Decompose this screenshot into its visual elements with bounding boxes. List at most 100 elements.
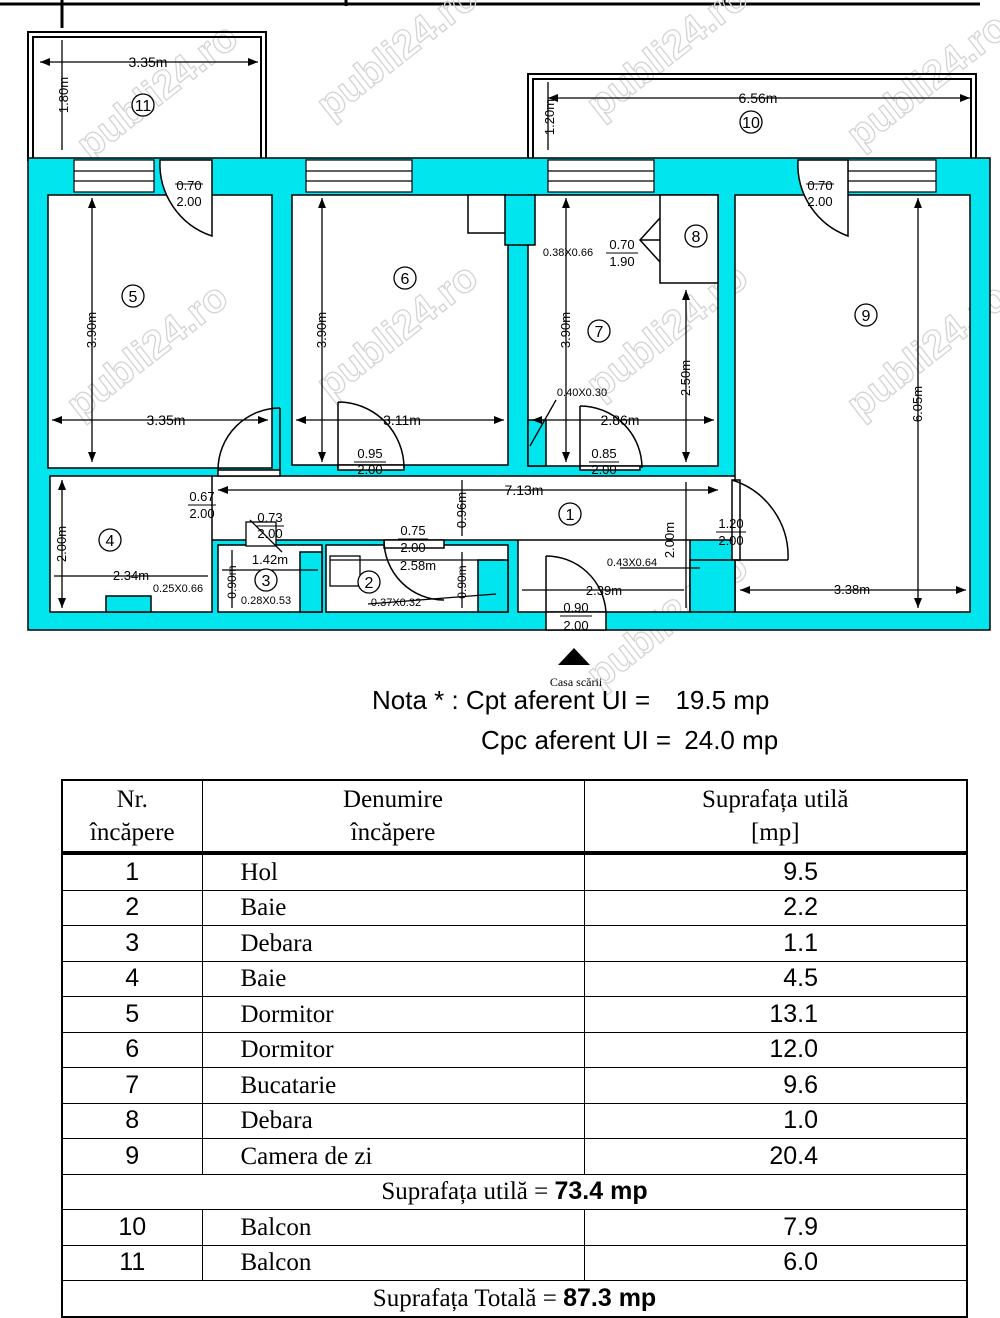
watermark-text: publi24.ro <box>308 0 486 127</box>
room-name: Bucatarie <box>201 1067 585 1104</box>
room-number: 5 <box>61 996 203 1033</box>
watermark-text: publi24.ro <box>578 0 756 127</box>
room-number-label: 8 <box>692 229 701 246</box>
room-number-label: 9 <box>862 308 871 325</box>
dimension-label: 2.00 <box>807 194 832 209</box>
room-number-marker <box>854 303 878 327</box>
note-cpt: Nota * : Cpt aferent UI = 19.5 mp <box>372 685 769 716</box>
note-cpt-label: Nota * : Cpt aferent UI = <box>372 685 651 715</box>
room-name: Debara <box>201 1102 585 1139</box>
room-number-marker <box>684 224 708 248</box>
room-name: Baie <box>201 889 585 926</box>
dimension-label: 3.11m <box>383 412 421 428</box>
stair-label: Casa scării <box>550 675 603 689</box>
dimension-label: 0.37X0.32 <box>371 597 421 609</box>
room-number: 4 <box>61 960 203 997</box>
room-number: 7 <box>61 1067 203 1104</box>
dimension-label: 0.40X0.30 <box>557 387 607 399</box>
room-number-label: 10 <box>742 115 760 132</box>
room-area: 6.0 <box>583 1244 968 1281</box>
room-name: Dormitor <box>201 996 585 1033</box>
dimension-label: 2.50m <box>678 360 693 396</box>
subtotal-row-label: Suprafața utilă = <box>381 1178 549 1206</box>
dimension-label: 2.00 <box>176 194 201 209</box>
room-number-label: 1 <box>566 507 575 524</box>
dimension-label: 0.90 <box>563 600 588 615</box>
room-name: Balcon <box>201 1209 585 1246</box>
room-number-label: 5 <box>129 289 138 306</box>
room-number-marker <box>121 284 145 308</box>
room-number: 11 <box>61 1244 203 1281</box>
dimension-lines <box>40 40 970 608</box>
note-cpc-value: 24.0 mp <box>684 725 779 755</box>
room-number-marker <box>131 93 155 117</box>
room-name: Camera de zi <box>201 1138 585 1175</box>
room-number: 6 <box>61 1031 203 1068</box>
room-area: 4.5 <box>583 960 968 997</box>
dimension-label: 0.67 <box>189 489 214 504</box>
room-number-marker <box>357 570 381 594</box>
wall-bumps <box>105 194 736 613</box>
room-area: 2.2 <box>583 889 968 926</box>
note-cpc: Cpc aferent UI = 24.0 mp <box>481 725 778 756</box>
dimension-label: 1.90 <box>609 254 634 269</box>
stair-arrow-icon <box>558 648 590 665</box>
windows <box>73 159 937 193</box>
room-area: 7.9 <box>583 1209 968 1246</box>
room-area: 20.4 <box>583 1138 968 1175</box>
subtotal-row: Suprafața utilă = 73.4 mp <box>61 1173 968 1210</box>
room-number: 3 <box>61 925 203 962</box>
room-number-label: 3 <box>262 573 271 590</box>
room-name: Balcon <box>201 1244 585 1281</box>
total-row-label: Suprafața Totală = <box>372 1284 557 1312</box>
room-area: 1.0 <box>583 1102 968 1139</box>
dimension-label: 2.00 <box>400 540 425 555</box>
room-name: Hol <box>201 852 585 891</box>
room-number: 8 <box>61 1102 203 1139</box>
dimension-label: 3.38m <box>834 582 870 597</box>
room-number-label: 11 <box>135 98 152 115</box>
dimension-label: 1.20 <box>718 516 743 531</box>
dimension-label: 3.35m <box>147 412 186 428</box>
dimension-label: 1.20m <box>542 99 557 135</box>
dimension-label: 0.25X0.66 <box>153 583 203 595</box>
room-number: 10 <box>61 1209 203 1246</box>
room-area: 9.5 <box>583 852 968 891</box>
room-name: Baie <box>201 960 585 997</box>
room-name: Dormitor <box>201 1031 585 1068</box>
room-number-label: 2 <box>365 575 374 592</box>
dimension-label: 0.96m <box>454 492 469 528</box>
dimension-label: 0.73 <box>257 510 282 525</box>
header-area: Suprafața utilă[mp] <box>583 779 968 854</box>
dimension-arrows <box>40 58 970 608</box>
room-area: 1.1 <box>583 925 968 962</box>
note-cpt-value: 19.5 mp <box>675 685 770 715</box>
dimension-label: 0.70 <box>609 237 634 252</box>
total-row-value: 87.3 mp <box>563 1283 657 1312</box>
dimension-label: 3.90m <box>558 312 573 348</box>
dimension-label: 0.70 <box>176 178 201 193</box>
dimension-label: 7.13m <box>505 482 544 498</box>
dimension-label: 0.90m <box>225 565 239 598</box>
dimension-label: 0.43X0.64 <box>607 557 657 569</box>
dimension-label: 1.80m <box>56 77 71 113</box>
watermark-text: publi24.ro <box>58 275 236 427</box>
room-number: 9 <box>61 1138 203 1175</box>
dimension-label: 3.35m <box>129 54 168 70</box>
dimension-label: 2.00 <box>591 462 616 477</box>
dimension-label: 0.28X0.53 <box>241 595 291 607</box>
dimension-label: 0.70 <box>807 178 832 193</box>
dimension-label: 2.00 <box>357 462 382 477</box>
